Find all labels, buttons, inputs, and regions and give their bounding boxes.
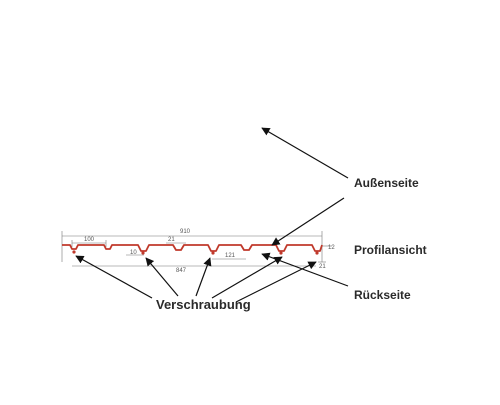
screw-points [72, 250, 319, 255]
label-screwing: Verschraubung [156, 297, 251, 312]
trapezoid-profile [62, 244, 323, 252]
dim-rib-spacing: 121 [225, 253, 236, 259]
arrow-outer-side [261, 127, 349, 179]
dim-overhang: 21 [319, 264, 326, 270]
dim-total-width: 910 [180, 229, 191, 235]
arrow-screw-3 [195, 257, 212, 297]
label-back-side: Rückseite [354, 288, 411, 302]
dim-height: 12 [328, 245, 335, 251]
arrow-profile-view [271, 197, 345, 246]
dim-cover-width: 847 [176, 268, 187, 274]
arrow-back-side [261, 252, 349, 287]
arrow-screw-4 [211, 256, 283, 299]
arrow-screw-5 [235, 261, 317, 303]
dimension-lines [61, 231, 332, 267]
screw-point [141, 251, 145, 255]
screw-point [211, 251, 215, 255]
screw-point [315, 251, 319, 255]
screw-point [279, 251, 283, 255]
screw-point [72, 250, 76, 254]
arrow-screw-2 [145, 257, 179, 297]
dim-pitch: 100 [84, 237, 95, 243]
annotation-arrows [75, 127, 349, 303]
dim-rib-top: 21 [168, 237, 175, 243]
dim-rib-small: 10 [130, 250, 137, 256]
label-outer-side: Außenseite [354, 176, 419, 190]
label-profile-view: Profilansicht [354, 243, 427, 257]
arrow-screw-1 [75, 255, 153, 299]
